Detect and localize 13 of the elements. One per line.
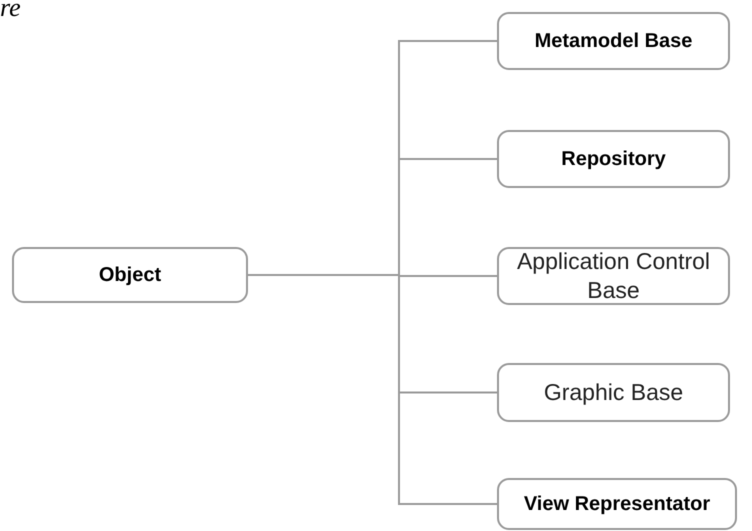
text-fragment: re [0,0,21,24]
rounded-box [497,130,730,188]
rounded-box [497,478,737,530]
box-label: View Representator [524,492,710,516]
rounded-box [497,12,730,70]
box-label: Object [98,262,162,288]
rounded-box [12,247,248,303]
rounded-box [497,247,730,305]
box-label: Graphic Base [544,378,684,407]
box-label: Metamodel Base [534,28,692,54]
rounded-box [497,363,730,422]
box-label: Repository [561,146,666,172]
box-label: Application Control Base [516,247,712,305]
